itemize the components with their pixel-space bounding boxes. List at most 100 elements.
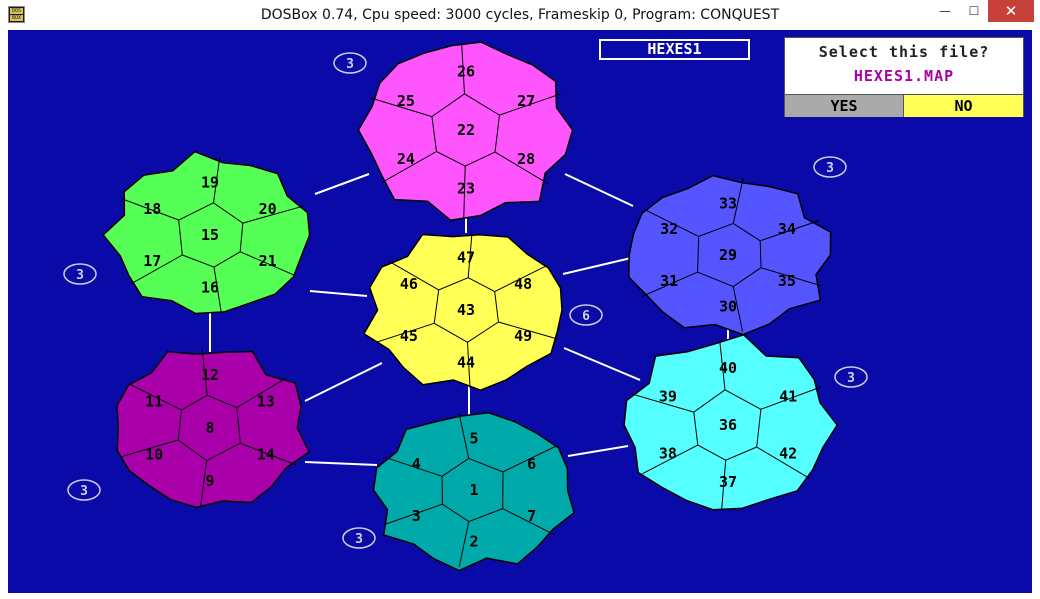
territory-31[interactable]: 31 [660, 272, 678, 290]
territory-35[interactable]: 35 [778, 272, 796, 290]
territory-border-spoke [458, 521, 470, 567]
territory-10[interactable]: 10 [145, 446, 163, 464]
territory-34[interactable]: 34 [778, 220, 796, 238]
territory-45[interactable]: 45 [400, 327, 418, 345]
territory-27[interactable]: 27 [517, 92, 535, 110]
territory-20[interactable]: 20 [259, 200, 277, 218]
territory-15[interactable]: 15 [201, 226, 219, 244]
no-button[interactable]: NO [904, 94, 1023, 117]
territory-21[interactable]: 21 [259, 252, 277, 270]
cluster-magenta: 22 26 27 28 23 24 25 [357, 41, 574, 222]
maximize-button[interactable]: ☐ [968, 4, 980, 18]
dialog-prompt: Select this file? [818, 43, 990, 61]
cluster-outline-magenta[interactable] [357, 41, 574, 222]
territory-border-spoke [131, 254, 183, 285]
territory-28[interactable]: 28 [517, 150, 535, 168]
territory-border-spoke [369, 97, 433, 118]
territory-36[interactable]: 36 [719, 416, 737, 434]
territory-19[interactable]: 19 [201, 174, 219, 192]
cluster-outline-blue[interactable] [628, 174, 832, 336]
territory-24[interactable]: 24 [397, 150, 415, 168]
territory-48[interactable]: 48 [514, 275, 532, 293]
window-titlebar: DOS BOX DOSBox 0.74, Cpu speed: 3000 cyc… [0, 0, 1040, 30]
territory-18[interactable]: 18 [143, 200, 161, 218]
territory-37[interactable]: 37 [719, 473, 737, 491]
yes-button[interactable]: YES [785, 94, 904, 117]
territory-9[interactable]: 9 [205, 472, 214, 490]
minimize-button[interactable]: — [939, 4, 951, 18]
cluster-outline-green[interactable] [102, 150, 311, 315]
icon-text-top: DOS [10, 8, 23, 14]
territory-23[interactable]: 23 [457, 180, 475, 198]
dialog-filename: HEXES1.MAP [853, 67, 955, 85]
cluster-outline-teal[interactable] [372, 411, 575, 572]
territory-map: 2226272823242515192021161718293334353031… [63, 41, 868, 572]
cluster-yellow: 43 47 48 49 44 45 46 [362, 231, 563, 392]
connector-purple-yellow [304, 362, 383, 402]
territory-29[interactable]: 29 [719, 246, 737, 264]
territory-8[interactable]: 8 [205, 419, 214, 437]
territory-43[interactable]: 43 [457, 301, 475, 319]
territory-border-spoke [502, 508, 556, 536]
territory-2[interactable]: 2 [469, 533, 478, 551]
map-name-label: HEXES1 [599, 39, 750, 60]
territory-11[interactable]: 11 [145, 393, 163, 411]
territory-47[interactable]: 47 [457, 249, 475, 267]
territory-46[interactable]: 46 [400, 275, 418, 293]
bonus-value-green: 3 [76, 268, 84, 283]
icon-text-bottom: BOX [10, 15, 23, 21]
territory-32[interactable]: 32 [660, 220, 678, 238]
territory-border-spoke [383, 456, 443, 477]
territory-border-spoke [502, 445, 557, 473]
territory-14[interactable]: 14 [257, 446, 275, 464]
territory-17[interactable]: 17 [143, 252, 161, 270]
territory-16[interactable]: 16 [201, 278, 219, 296]
territory-border-spoke [242, 205, 304, 224]
territory-41[interactable]: 41 [779, 387, 797, 405]
territory-12[interactable]: 12 [201, 366, 219, 384]
territory-4[interactable]: 4 [412, 455, 421, 473]
territory-border-spoke [641, 271, 698, 297]
bonus-badge-teal: 3 [342, 527, 376, 549]
territory-7[interactable]: 7 [527, 507, 536, 525]
territory-25[interactable]: 25 [397, 92, 415, 110]
territory-6[interactable]: 6 [527, 455, 536, 473]
bonus-badge-cyan: 3 [834, 366, 868, 388]
territory-border-spoke [732, 286, 744, 332]
territory-border-spoke [119, 439, 179, 458]
territory-border-spoke [128, 383, 182, 411]
close-button[interactable]: ✕ [988, 0, 1034, 22]
territory-border-spoke [201, 348, 208, 396]
territory-border-spoke [467, 231, 473, 278]
bonus-badge-magenta: 3 [333, 52, 367, 74]
territory-42[interactable]: 42 [779, 445, 797, 463]
cluster-outline-cyan[interactable] [623, 333, 839, 511]
territory-40[interactable]: 40 [719, 359, 737, 377]
territory-border-spoke [213, 267, 222, 314]
territory-49[interactable]: 49 [514, 327, 532, 345]
bonus-value-cyan: 3 [847, 371, 855, 386]
territory-border-spoke [461, 42, 465, 94]
territory-1[interactable]: 1 [469, 481, 478, 499]
territory-border-spoke [498, 321, 559, 340]
cluster-cyan: 36 40 41 42 37 38 39 [623, 333, 839, 511]
territory-39[interactable]: 39 [659, 387, 677, 405]
cluster-outline-yellow[interactable] [362, 233, 563, 392]
territory-44[interactable]: 44 [457, 353, 475, 371]
territory-30[interactable]: 30 [719, 298, 737, 316]
territory-border-spoke [463, 166, 466, 218]
bonus-value-yellow: 6 [582, 309, 590, 324]
territory-border-spoke [494, 264, 548, 293]
territory-13[interactable]: 13 [257, 393, 275, 411]
territory-border-spoke [375, 322, 435, 343]
connector-yellow-cyan [563, 347, 641, 381]
territory-5[interactable]: 5 [469, 429, 478, 447]
territory-22[interactable]: 22 [457, 121, 475, 139]
territory-3[interactable]: 3 [412, 507, 421, 525]
territory-38[interactable]: 38 [659, 445, 677, 463]
cluster-outline-purple[interactable] [116, 350, 311, 509]
territory-border-spoke [499, 93, 561, 116]
territory-33[interactable]: 33 [719, 194, 737, 212]
territory-26[interactable]: 26 [457, 63, 475, 81]
